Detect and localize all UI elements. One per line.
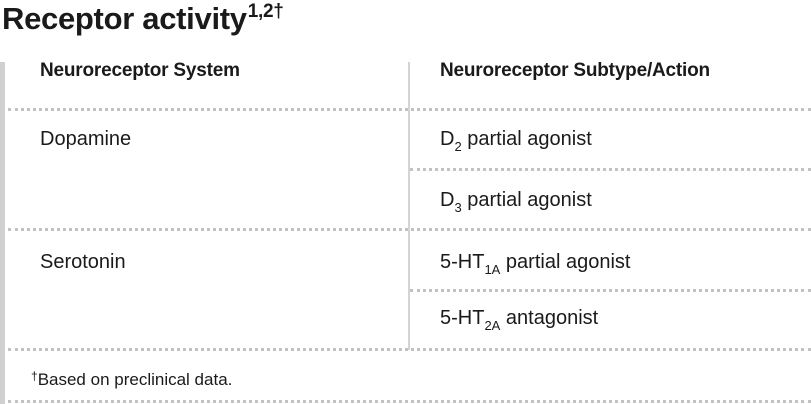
row-separator — [8, 228, 811, 231]
header-subtype-action: Neuroreceptor Subtype/Action — [440, 60, 710, 81]
row-separator — [8, 400, 811, 403]
header-neuroreceptor-system: Neuroreceptor System — [40, 60, 240, 81]
table-left-bar — [0, 62, 5, 404]
system-serotonin: Serotonin — [40, 251, 126, 273]
footnote-mark: † — [31, 369, 38, 383]
action-5ht1a: 5-HT1A partial agonist — [440, 251, 631, 277]
action-5ht2a: 5-HT2A antagonist — [440, 307, 599, 333]
column-divider — [408, 62, 410, 350]
action-d3: D3 partial agonist — [440, 189, 592, 215]
row-separator — [8, 348, 811, 351]
system-dopamine: Dopamine — [40, 128, 132, 150]
row-separator — [410, 289, 811, 292]
footnote-text: Based on preclinical data. — [37, 370, 233, 389]
row-separator — [8, 108, 811, 111]
footnote: †Based on preclinical data. — [31, 369, 233, 391]
row-separator — [410, 168, 811, 171]
page-title: Receptor activity1,2† — [2, 0, 284, 43]
title-text: Receptor activity — [2, 1, 247, 36]
action-d2: D2 partial agonist — [440, 128, 592, 154]
title-superscript: 1,2† — [247, 1, 284, 22]
